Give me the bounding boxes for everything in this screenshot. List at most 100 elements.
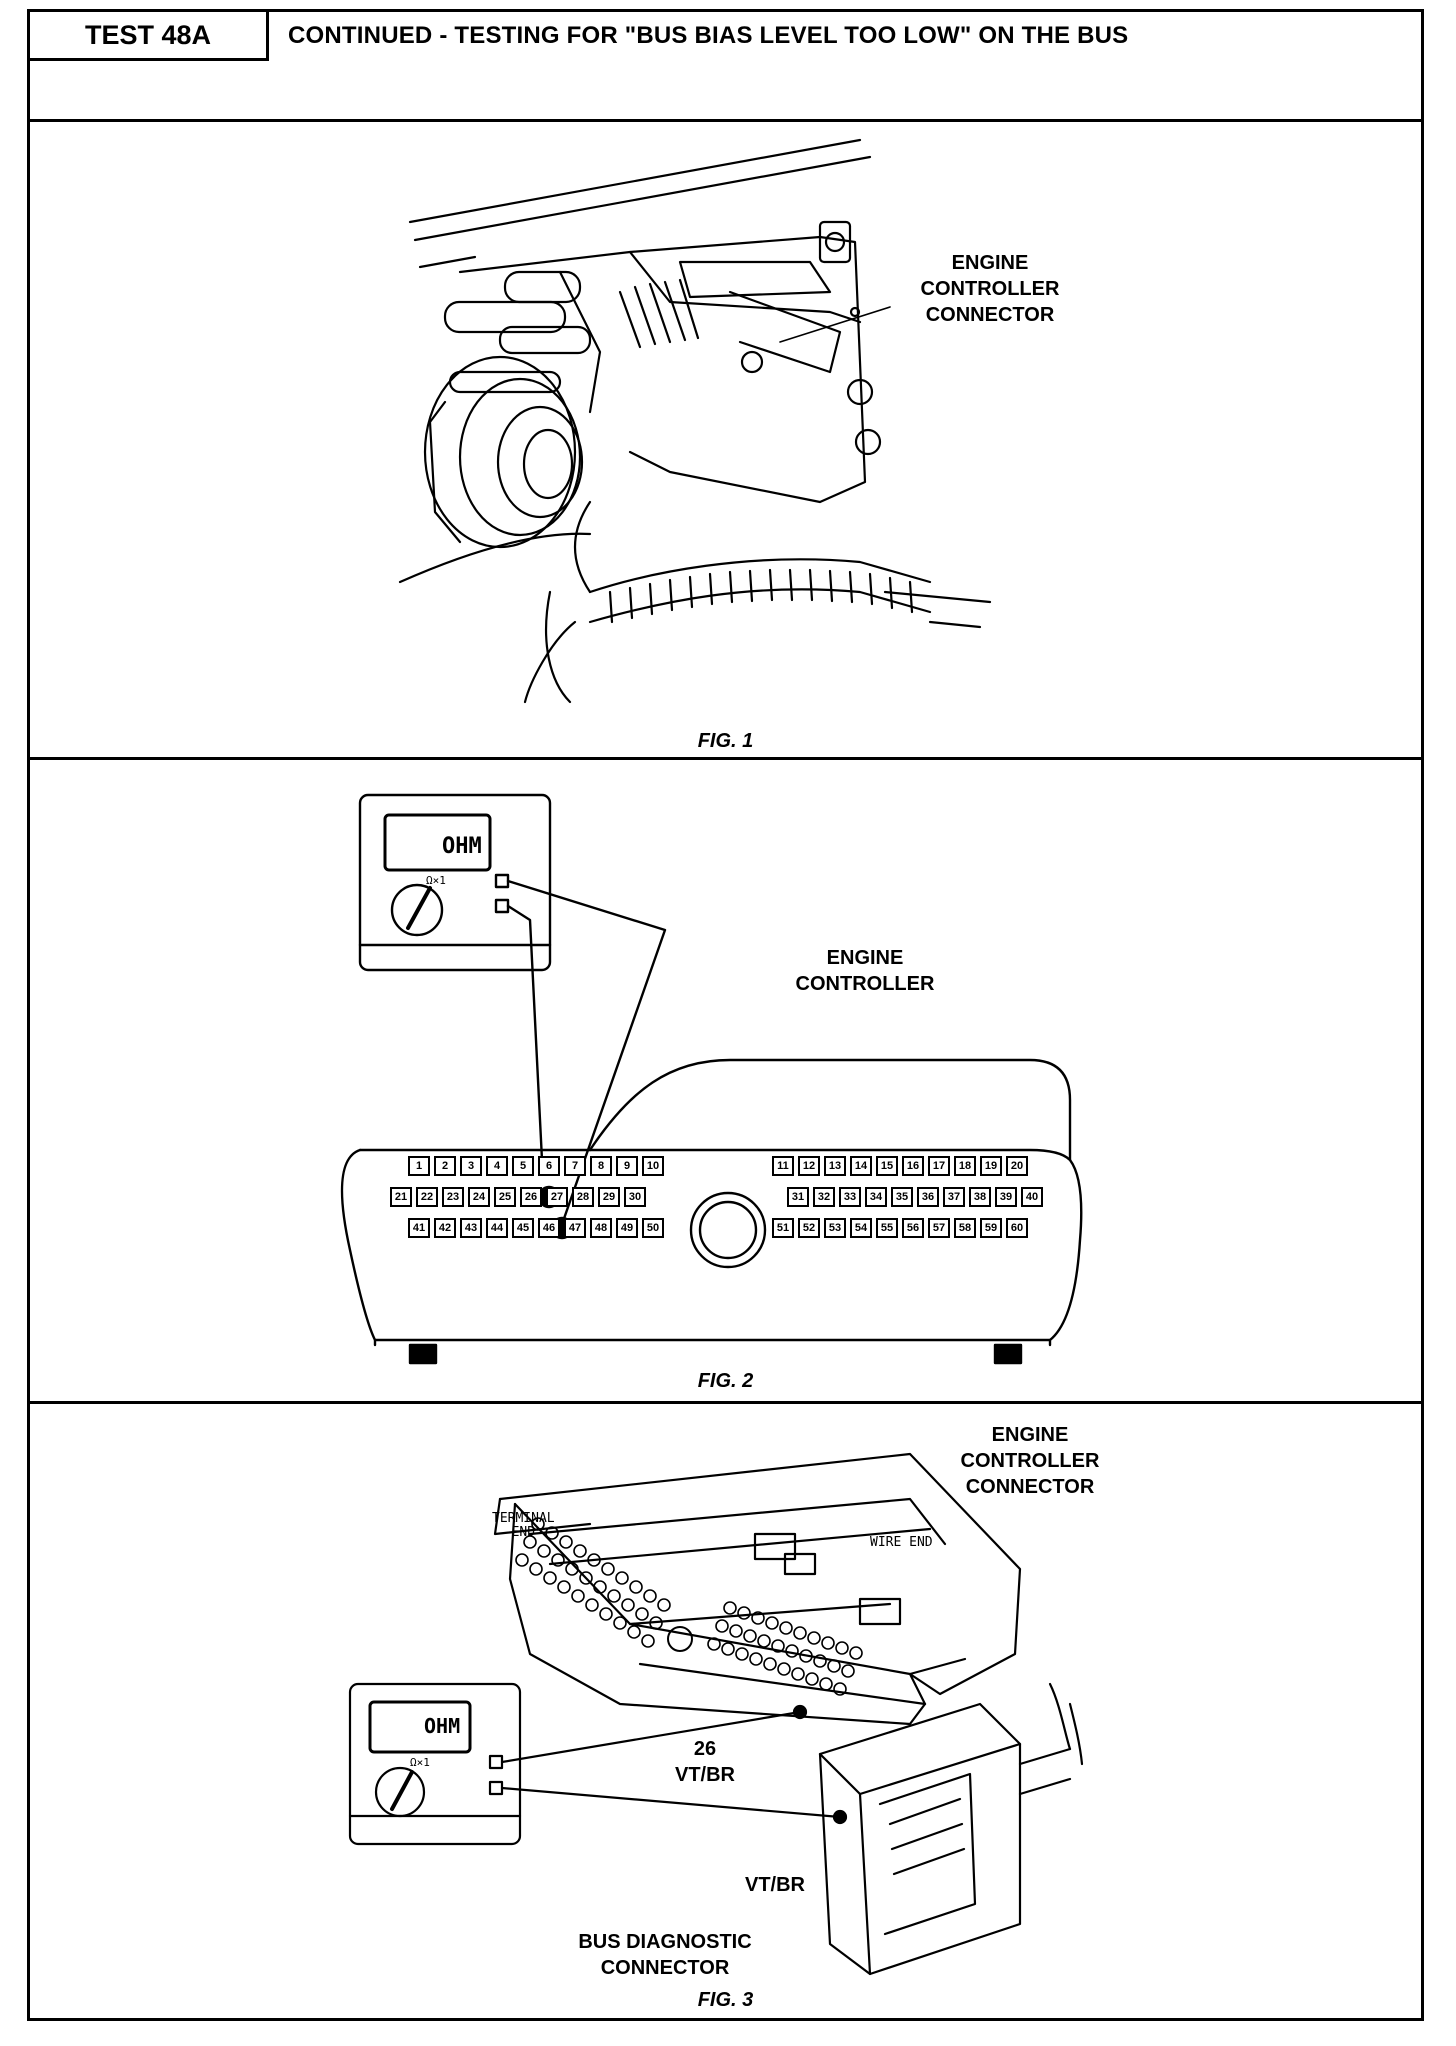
terminal-pin-29: 29 [598,1187,620,1207]
connector-pin [643,1589,657,1603]
engine-controller-test-diagram [340,793,1083,1365]
connector-pin [613,1616,627,1630]
connector-pin [721,1642,735,1656]
engine-controller-connector-label: ENGINE CONTROLLER CONNECTOR [920,252,1060,326]
terminal-pin-55: 55 [876,1218,898,1238]
terminal-pin-13: 13 [824,1156,846,1176]
terminal-pin-6: 6 [538,1156,560,1176]
connector-pin [587,1553,601,1567]
terminal-pin-59: 59 [980,1218,1002,1238]
connector-pin [707,1637,721,1651]
connector-pin [729,1624,743,1638]
terminal-pin-21: 21 [390,1187,412,1207]
terminal-pin-25: 25 [494,1187,516,1207]
terminal-pin-4: 4 [486,1156,508,1176]
connector-pin [641,1634,655,1648]
connector-pin [751,1611,765,1625]
terminal-pin-10: 10 [642,1156,664,1176]
connector-pin [763,1657,777,1671]
terminal-pin-54: 54 [850,1218,872,1238]
connector-pin [799,1649,813,1663]
terminal-pin-51: 51 [772,1218,794,1238]
connector-pin [841,1664,855,1678]
bus-diagnostic-connector-label: BUS DIAGNOSTIC CONNECTOR [578,1931,752,1979]
figure-3-panel: ENGINE CONTROLLER CONNECTOR TERMINAL END… [30,1404,1421,2018]
connector-pin [749,1652,763,1666]
terminal-pin-35: 35 [891,1187,913,1207]
terminal-pin-2: 2 [434,1156,456,1176]
connector-pin [559,1535,573,1549]
terminal-pin-9: 9 [616,1156,638,1176]
terminal-pin-48: 48 [590,1218,612,1238]
terminal-pin-27: 27 [546,1187,568,1207]
connector-pin [807,1631,821,1645]
terminal-pin-20: 20 [1006,1156,1028,1176]
connector-pin [615,1571,629,1585]
connector-pin [743,1629,757,1643]
connector-pin [819,1677,833,1691]
terminal-pin-57: 57 [928,1218,950,1238]
terminal-pin-7: 7 [564,1156,586,1176]
connector-pin [635,1607,649,1621]
figure-1-panel: ENGINE CONTROLLER CONNECTOR FIG. 1 [30,122,1421,760]
terminal-pin-23: 23 [442,1187,464,1207]
terminal-pin-11: 11 [772,1156,794,1176]
test-number: TEST 48A [27,9,269,61]
terminal-pin-43: 43 [460,1218,482,1238]
connector-pin [601,1562,615,1576]
terminal-pin-16: 16 [902,1156,924,1176]
connector-pin [529,1562,543,1576]
connector-pin [593,1580,607,1594]
connector-pin [515,1553,529,1567]
terminal-pin-18: 18 [954,1156,976,1176]
meter-range: Ω×1 [410,1756,430,1769]
connector-pin [765,1616,779,1630]
connector-pin [735,1647,749,1661]
terminal-pin-60: 60 [1006,1218,1028,1238]
figure-2-caption: FIG. 2 [697,1370,754,1392]
wire-end-label: WIRE END [870,1535,933,1550]
terminal-pin-53: 53 [824,1218,846,1238]
connector-pin [627,1625,641,1639]
connector-pin [629,1580,643,1594]
figure-3-caption: FIG. 3 [697,1989,754,2011]
wire-color-label: VT/BR [745,1874,805,1896]
terminal-pin-32: 32 [813,1187,835,1207]
page-title: CONTINUED - TESTING FOR "BUS BIAS LEVEL … [288,22,1129,49]
terminal-pin-14: 14 [850,1156,872,1176]
engine-controller-label: ENGINE CONTROLLER [795,947,935,995]
connector-pin [565,1562,579,1576]
terminal-pin-58: 58 [954,1218,976,1238]
connector-pin [821,1636,835,1650]
terminal-pin-30: 30 [624,1187,646,1207]
connector-pin [757,1634,771,1648]
connector-pin [621,1598,635,1612]
engine-compartment-illustration [398,138,992,704]
terminal-pin-24: 24 [468,1187,490,1207]
terminal-pin-38: 38 [969,1187,991,1207]
connector-pin [793,1626,807,1640]
terminal-pin-42: 42 [434,1218,456,1238]
connector-pin [771,1639,785,1653]
pin-26-label: 26 VT/BR [675,1738,735,1786]
engine-controller-connector-label: ENGINE CONTROLLER CONNECTOR [960,1424,1100,1498]
connector-test-diagram [348,1452,1084,1976]
terminal-pin-45: 45 [512,1218,534,1238]
terminal-pin-46: 46 [538,1218,560,1238]
ohmmeter-body [358,793,552,972]
connector-pin [573,1544,587,1558]
connector-pin [557,1580,571,1594]
terminal-pin-37: 37 [943,1187,965,1207]
meter-range: Ω×1 [426,874,446,887]
terminal-pin-34: 34 [865,1187,887,1207]
terminal-end-label: TERMINAL END [492,1511,555,1540]
connector-pin [777,1662,791,1676]
connector-pin [523,1535,537,1549]
terminal-pin-52: 52 [798,1218,820,1238]
connector-pin [785,1644,799,1658]
connector-pin [607,1589,621,1603]
connector-pin [537,1544,551,1558]
terminal-pin-26: 26 [520,1187,542,1207]
terminal-pin-5: 5 [512,1156,534,1176]
